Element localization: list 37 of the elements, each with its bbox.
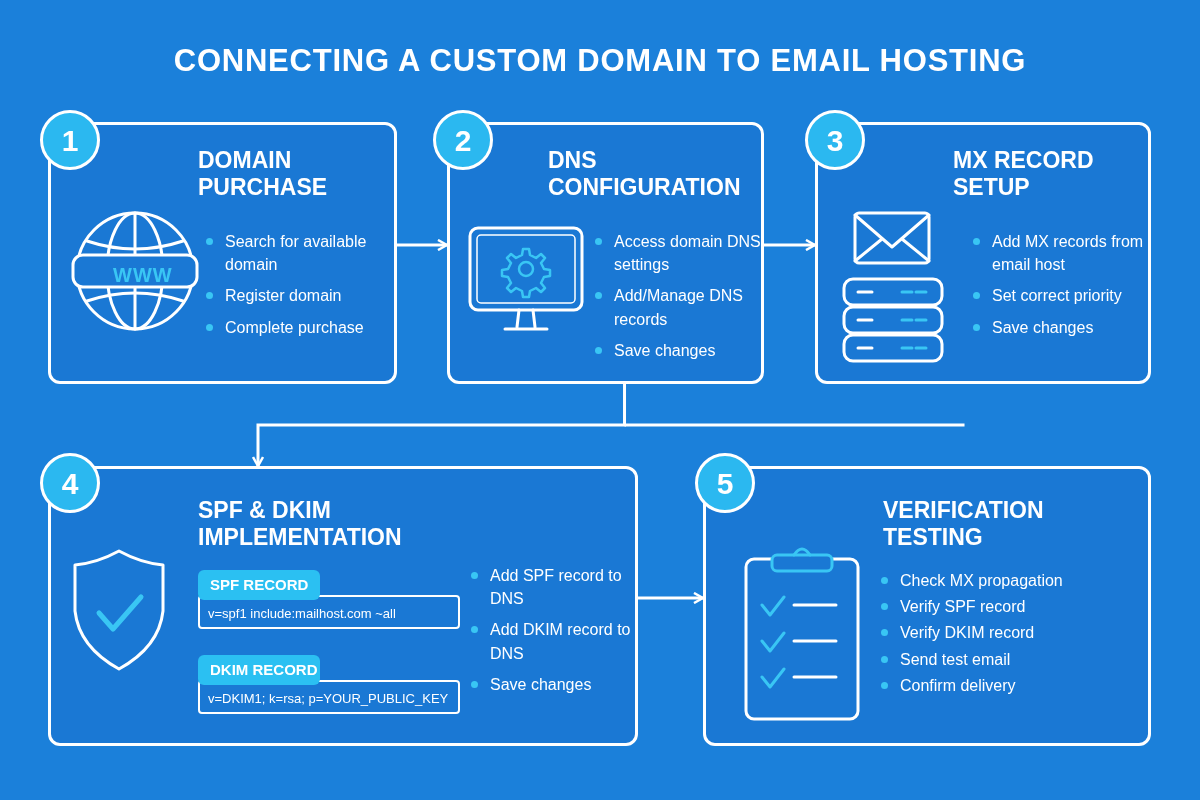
list-item: Verify DKIM record [900, 623, 1035, 644]
list-item: Add MX records from email host [992, 232, 1145, 276]
list-item: Verify SPF record [900, 597, 1026, 618]
record-tab: SPF RECORD [198, 570, 320, 600]
www-label: WWW [113, 263, 173, 288]
list-item: Search for available domain [225, 232, 368, 276]
list-item: Check MX propagation [900, 571, 1063, 591]
list-item: Access domain DNS settings [614, 232, 762, 276]
title: CONNECTING A CUSTOM DOMAIN TO EMAIL HOSTING [172, 42, 1028, 80]
step-heading: SPF & DKIM IMPLEMENTATION [198, 497, 403, 552]
list-item: Add DKIM record to DNS [490, 620, 632, 664]
step-card [815, 122, 1151, 384]
list-item: Save changes [490, 674, 592, 695]
record-tab: DKIM RECORD [198, 655, 320, 685]
step-card [703, 466, 1151, 746]
step-card [48, 466, 638, 746]
list-item: Save changes [992, 317, 1094, 338]
arrow [638, 591, 705, 605]
step-heading: DNS CONFIGURATION [548, 147, 742, 202]
list-item: Send test email [900, 649, 1011, 670]
list-item: Save changes [614, 340, 716, 361]
step-card [447, 122, 764, 384]
list-item: Register domain [225, 286, 342, 307]
arrow [251, 384, 626, 468]
step-card [48, 122, 397, 384]
step-heading: MX RECORD SETUP [953, 147, 1095, 202]
step-heading: DOMAIN PURCHASE [198, 147, 329, 202]
list-item: Set correct priority [992, 286, 1122, 307]
step-heading: VERIFICATION TESTING [883, 497, 1045, 552]
list-item: Complete purchase [225, 317, 364, 338]
arrow [764, 238, 817, 252]
record-value-field: v=DKIM1; k=rsa; p=YOUR_PUBLIC_KEY [198, 680, 460, 714]
arrow [397, 238, 449, 252]
list-item: Add SPF record to DNS [490, 566, 623, 610]
list-item: Confirm delivery [900, 675, 1016, 696]
list-item: Add/Manage DNS records [614, 286, 744, 330]
record-value-field: v=spf1 include:mailhost.com ~all [198, 595, 460, 629]
